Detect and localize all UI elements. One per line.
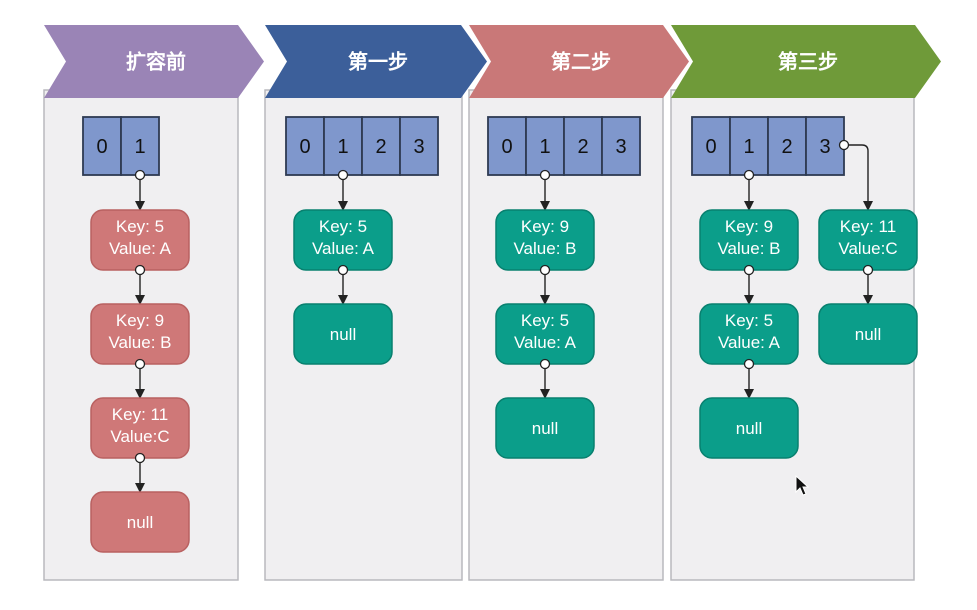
bucket-cell (82, 116, 122, 176)
bucket-index-label: 2 (781, 136, 792, 158)
node-label: Key: 11 (840, 217, 896, 236)
step-header-0 (44, 25, 264, 98)
connector-dot (838, 139, 850, 151)
bucket-index-label: 2 (375, 136, 386, 158)
bucket-cell (563, 116, 603, 176)
bucket-cell (767, 116, 807, 176)
null-node (90, 491, 190, 553)
bucket-index-label: 0 (705, 136, 716, 158)
node-label: Value: B (108, 333, 171, 352)
connector-dot (539, 169, 551, 181)
node-label: Key: 5 (521, 311, 569, 330)
node-label: Key: 9 (521, 217, 569, 236)
node-label: null (127, 513, 153, 532)
bucket-index-label: 3 (615, 136, 626, 158)
node-label: Value: A (718, 333, 781, 352)
node-label: Value: A (514, 333, 577, 352)
step-header-2 (469, 25, 689, 98)
connector-dot (134, 452, 146, 464)
node-label: Key: 5 (319, 217, 367, 236)
bucket-cell (361, 116, 401, 176)
connector-dot (539, 264, 551, 276)
bucket-cell (120, 116, 160, 176)
node-label: Key: 5 (116, 217, 164, 236)
connector-dot (743, 358, 755, 370)
node-label: Key: 11 (112, 405, 168, 424)
bucket-cell (399, 116, 439, 176)
node-label: Value: A (109, 239, 172, 258)
bucket-index-label: 0 (96, 136, 107, 158)
bucket-index-label: 1 (743, 136, 754, 158)
null-node (495, 397, 595, 459)
bucket-cell (691, 116, 731, 176)
bucket-index-label: 3 (413, 136, 424, 158)
node-label: null (736, 419, 762, 438)
node-label: Key: 9 (725, 217, 773, 236)
step-header-label: 扩容前 (126, 50, 186, 74)
connector-dot (743, 264, 755, 276)
step-header-1 (265, 25, 487, 98)
node-label: null (330, 325, 356, 344)
node-label: Key: 5 (725, 311, 773, 330)
bucket-cell (487, 116, 527, 176)
connector-dot (539, 358, 551, 370)
bucket-index-label: 1 (539, 136, 550, 158)
node-label: Value:C (110, 427, 169, 446)
null-node (293, 303, 393, 365)
bucket-cell (805, 116, 845, 176)
connector-dot (134, 358, 146, 370)
connector-dot (134, 264, 146, 276)
connector-dot (134, 169, 146, 181)
node-label: Value: B (513, 239, 576, 258)
bucket-index-label: 0 (501, 136, 512, 158)
connector-dot (743, 169, 755, 181)
bucket-index-label: 1 (337, 136, 348, 158)
bucket-index-label: 3 (819, 136, 830, 158)
node-label: Value:C (838, 239, 897, 258)
node-label: null (855, 325, 881, 344)
node-label: Value: B (717, 239, 780, 258)
node-label: Key: 9 (116, 311, 164, 330)
step-header-label: 第一步 (348, 50, 408, 74)
bucket-index-label: 2 (577, 136, 588, 158)
bucket-index-label: 0 (299, 136, 310, 158)
connector-dot (862, 264, 874, 276)
bucket-cell (525, 116, 565, 176)
mouse-cursor-icon (795, 474, 810, 496)
node-label: null (532, 419, 558, 438)
null-node (818, 303, 918, 365)
connector-dot (337, 169, 349, 181)
step-header-3 (671, 25, 941, 98)
step-header-label: 第二步 (551, 50, 611, 74)
connector-dot (337, 264, 349, 276)
step-header-label: 第三步 (778, 50, 838, 74)
bucket-index-label: 1 (134, 136, 145, 158)
pointer-arrow (848, 144, 873, 211)
node-label: Value: A (312, 239, 375, 258)
null-node (699, 397, 799, 459)
bucket-cell (601, 116, 641, 176)
